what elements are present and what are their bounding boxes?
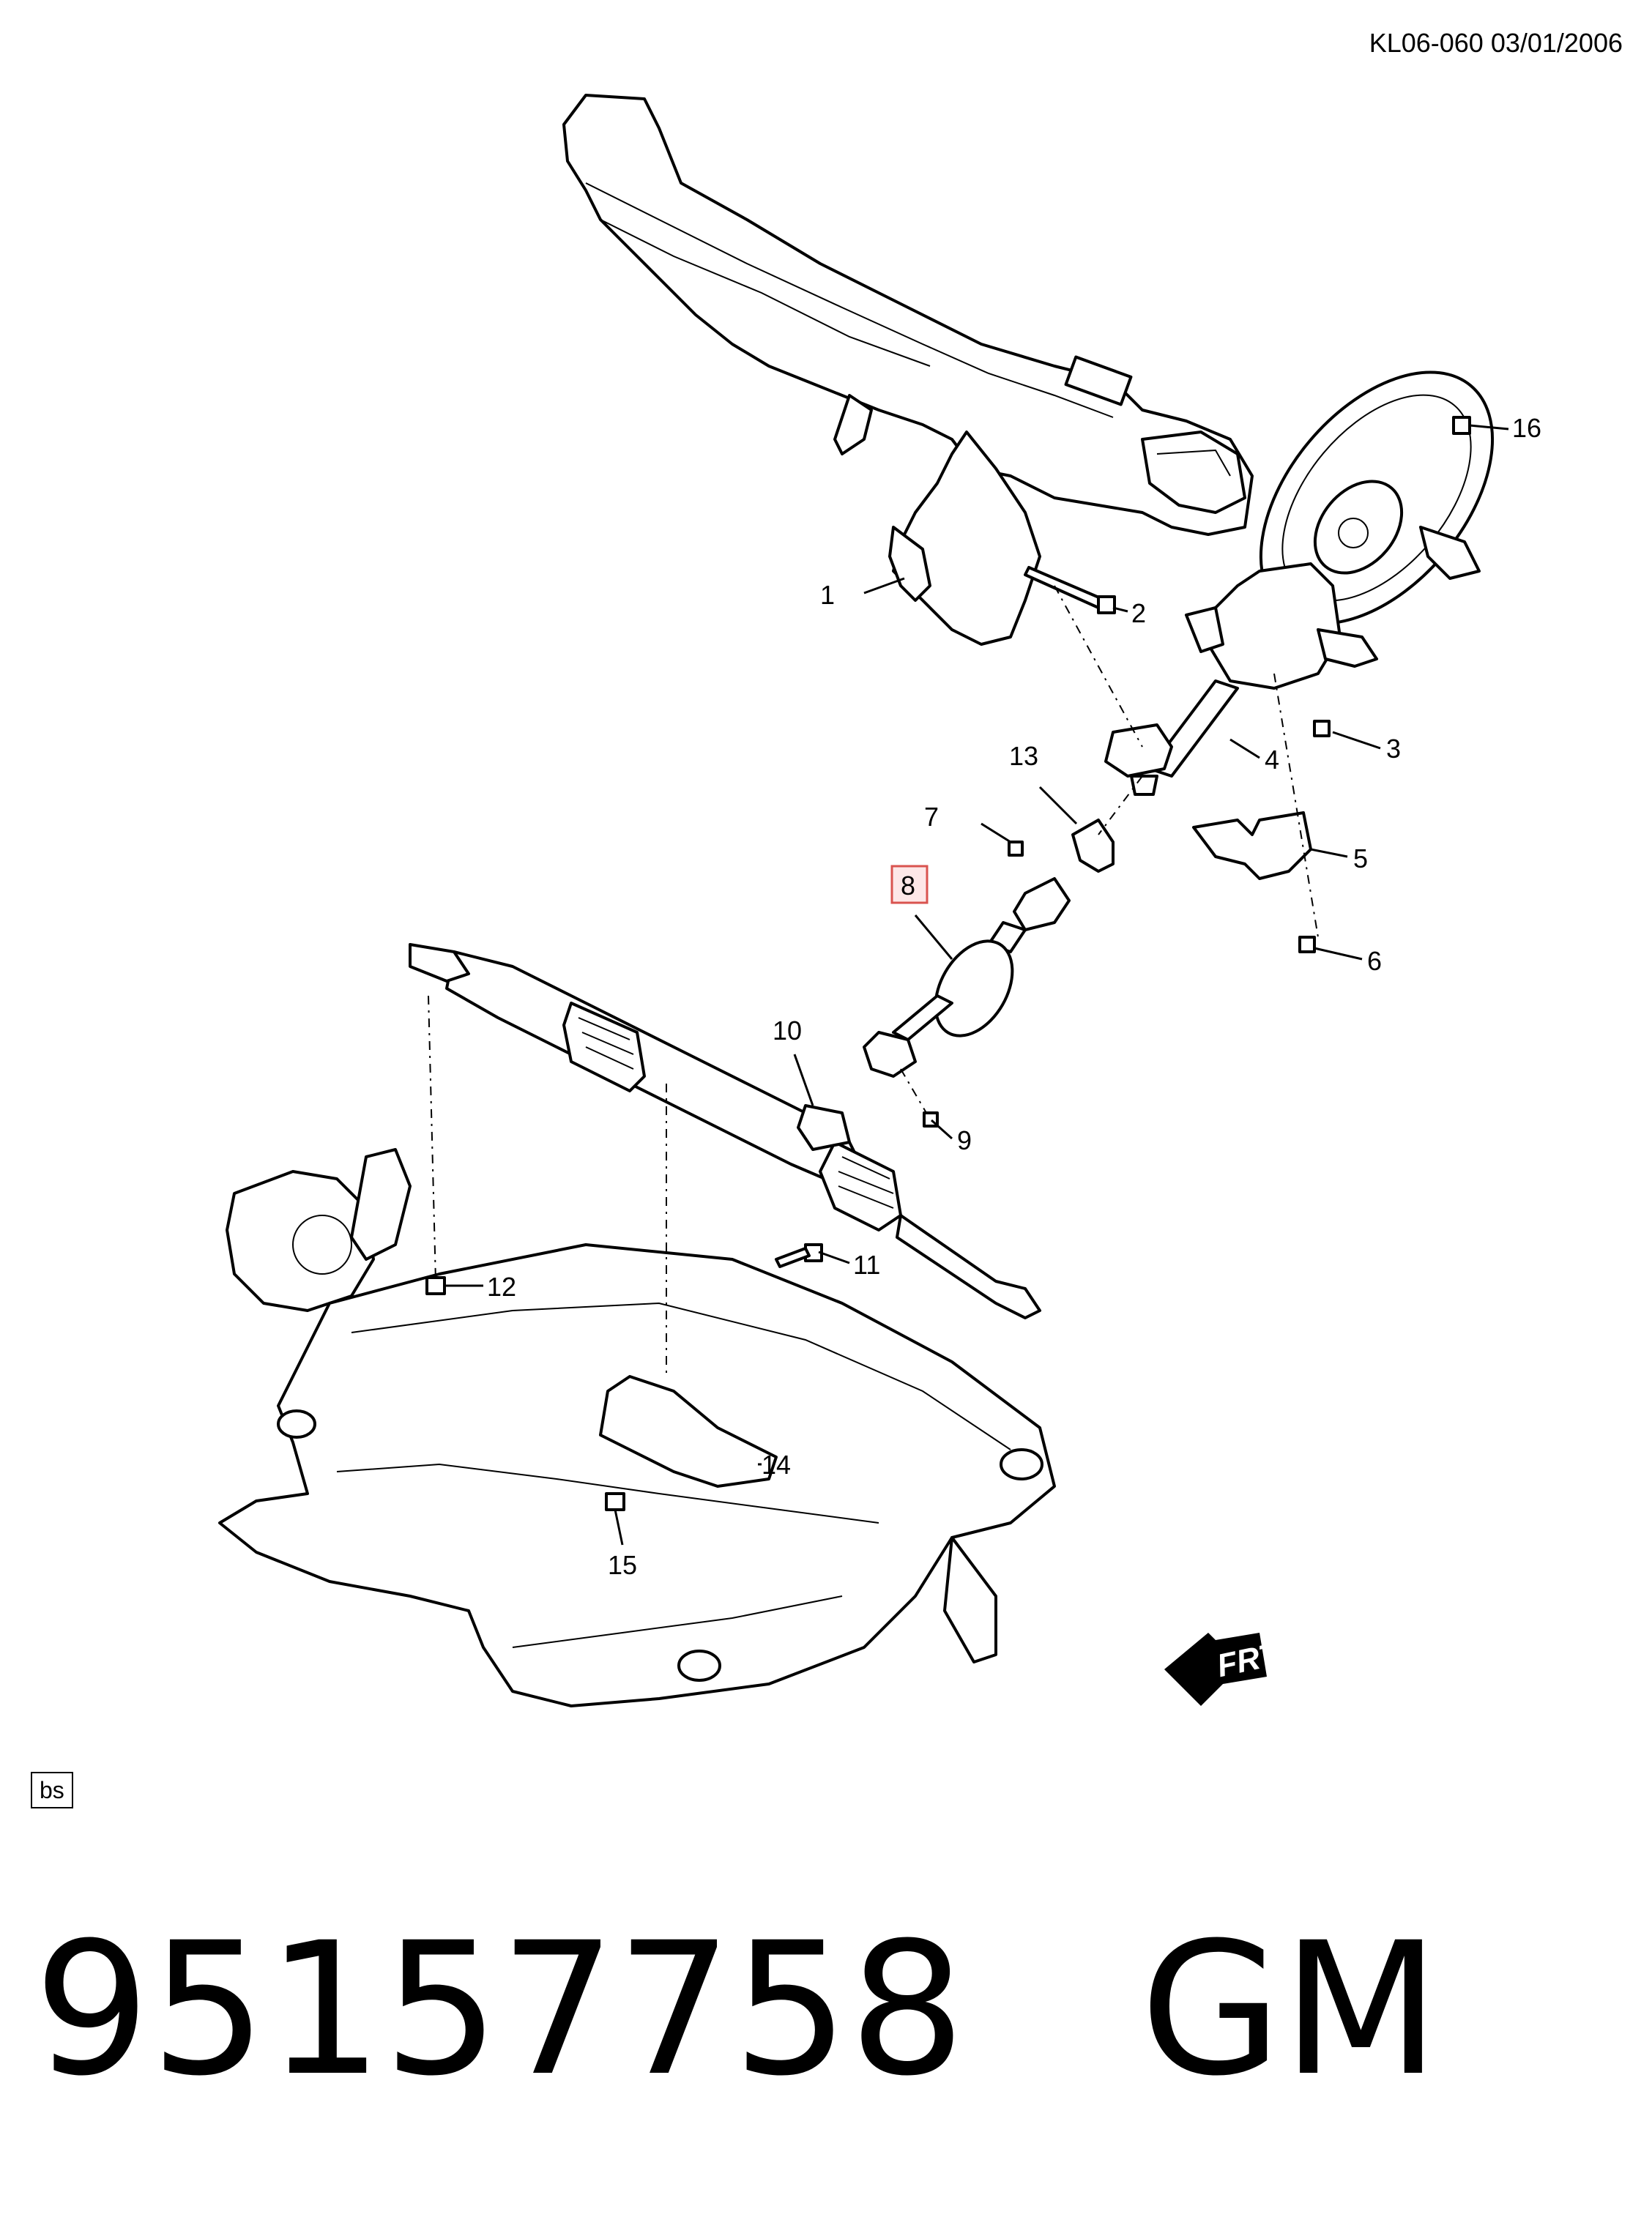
callout-16: 16 bbox=[1512, 413, 1541, 443]
intermediate-steering-shaft bbox=[863, 877, 1071, 1078]
callout-9: 9 bbox=[957, 1125, 972, 1155]
part-number-footer: 95157758 GM bbox=[34, 1915, 1440, 2105]
diagram-code-date: KL06-060 03/01/2006 bbox=[1369, 28, 1623, 58]
callout-12: 12 bbox=[487, 1272, 516, 1302]
callout-3: 3 bbox=[1386, 734, 1401, 764]
alignment-lines bbox=[428, 585, 1319, 1376]
callout-6: 6 bbox=[1367, 946, 1382, 976]
cross-car-beam bbox=[562, 94, 1254, 646]
callout-11: 11 bbox=[853, 1250, 880, 1280]
callout-8: 8 bbox=[901, 871, 915, 901]
dash-seal bbox=[1071, 819, 1115, 873]
front-subframe bbox=[218, 1243, 1056, 1707]
callout-4: 4 bbox=[1265, 745, 1279, 775]
steering-gear-rack bbox=[409, 943, 1041, 1319]
leader-lines bbox=[444, 424, 1509, 1546]
callout-5: 5 bbox=[1353, 843, 1368, 873]
steering-wheel bbox=[1259, 370, 1495, 625]
part-number: 95157758 bbox=[34, 1903, 966, 2116]
bs-badge: bs bbox=[31, 1772, 73, 1808]
callout-13: 13 bbox=[1009, 741, 1038, 771]
fasteners bbox=[425, 416, 1471, 1511]
callout-7: 7 bbox=[924, 802, 939, 832]
callout-10: 10 bbox=[773, 1016, 802, 1046]
callout-1: 1 bbox=[820, 580, 835, 610]
callout-labels: 1 2 3 4 5 6 7 8 9 10 11 12 13 14 15 16 bbox=[487, 413, 1541, 1580]
callout-2: 2 bbox=[1131, 598, 1146, 628]
callout-15: 15 bbox=[608, 1550, 637, 1580]
column-bracket bbox=[1192, 811, 1312, 880]
steering-column bbox=[1104, 562, 1378, 796]
brand: GM bbox=[1139, 1903, 1440, 2116]
heat-shield bbox=[599, 1375, 778, 1488]
callout-8-highlight-box bbox=[890, 865, 929, 904]
front-direction-arrow-icon: FRT bbox=[1164, 1633, 1284, 1706]
steering-knuckle-brake bbox=[226, 1148, 412, 1312]
callout-14: 14 bbox=[762, 1450, 791, 1480]
